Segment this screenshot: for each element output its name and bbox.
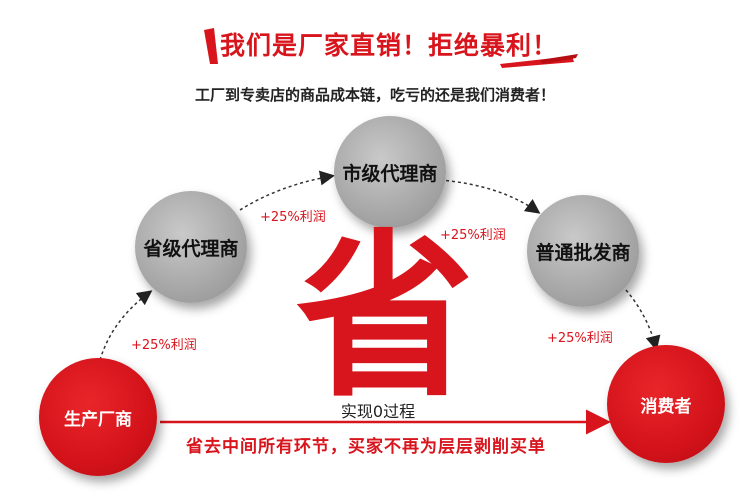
zero-process-label: 实现0过程	[340, 402, 416, 421]
node-consumer-label: 消费者	[640, 396, 692, 417]
profit-label-manufacturer-provincial: +25%利润	[131, 338, 197, 353]
node-city-agent: 市级代理商	[334, 116, 446, 228]
node-consumer: 消费者	[607, 345, 725, 463]
profit-label-wholesaler-consumer: +25%利润	[547, 331, 613, 346]
node-provincial-agent-label: 省级代理商	[143, 237, 239, 260]
profit-label-city-wholesaler: +25%利润	[440, 228, 506, 243]
arrow-manufacturer-to-provincial	[99, 290, 153, 361]
bottom-message: 省去中间所有环节，买家不再为层层剥削买单	[186, 437, 546, 457]
node-provincial-agent: 省级代理商	[135, 191, 247, 303]
arrow-provincial-to-city	[239, 170, 335, 211]
node-manufacturer-label: 生产厂商	[64, 409, 132, 430]
slogan-brush-decoration	[204, 28, 578, 68]
arrow-wholesaler-to-consumer	[625, 289, 661, 351]
slogan-text: 我们是厂家直销！拒绝暴利！	[220, 31, 559, 60]
subtitle: 工厂到专卖店的商品成本链，吃亏的还是我们消费者！	[194, 86, 555, 104]
node-manufacturer: 生产厂商	[39, 358, 157, 476]
arrow-city-to-wholesaler	[439, 179, 541, 214]
node-wholesaler: 普通批发商	[527, 195, 639, 307]
node-city-agent-label: 市级代理商	[342, 162, 438, 185]
profit-label-provincial-city: +25%利润	[260, 210, 326, 225]
slogan-banner: 我们是厂家直销！拒绝暴利！	[200, 18, 580, 68]
save-big-character: 省	[296, 212, 474, 421]
node-wholesaler-label: 普通批发商	[535, 241, 631, 264]
